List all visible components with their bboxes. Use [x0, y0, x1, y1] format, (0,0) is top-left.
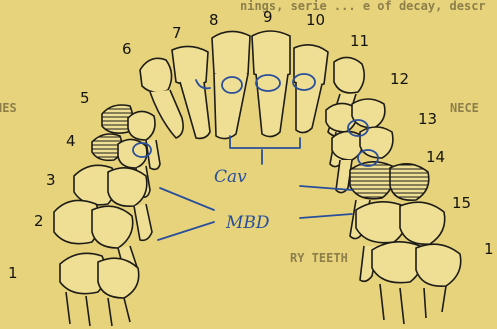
tooth-number-10: 10	[306, 11, 325, 29]
tooth-number-7: 7	[172, 24, 182, 42]
tooth-number-15: 15	[452, 194, 471, 212]
mbd-label: MBD	[225, 213, 270, 233]
tooth-number-3: 3	[46, 171, 56, 189]
tooth-number-11: 11	[350, 32, 369, 50]
tooth-number-14: 14	[426, 148, 445, 166]
tooth-number-8: 8	[209, 11, 219, 29]
tooth-16	[372, 242, 461, 324]
tooth-number-12: 12	[390, 70, 409, 88]
header-fragment-text: nings, serie ... e of decay, descr	[240, 0, 486, 13]
tooth-9	[252, 31, 290, 137]
faded-bottom-text: RY TEETH	[290, 251, 348, 265]
tooth-number-4: 4	[66, 132, 76, 150]
tooth-number-1: 1	[8, 264, 18, 282]
tooth-1	[60, 253, 139, 326]
tooth-number-13: 13	[418, 110, 437, 128]
faded-right-text: NECE	[450, 101, 479, 115]
tooth-8	[212, 31, 250, 138]
tooth-number-5: 5	[80, 89, 90, 107]
cav-label: Cav	[214, 167, 247, 187]
tooth-number-2: 2	[34, 212, 44, 230]
faded-left-text: HES	[0, 101, 17, 115]
tooth-number-9: 9	[263, 8, 273, 26]
tooth-number-6: 6	[122, 40, 132, 58]
tooth-number-16-partial: 1	[484, 240, 494, 258]
